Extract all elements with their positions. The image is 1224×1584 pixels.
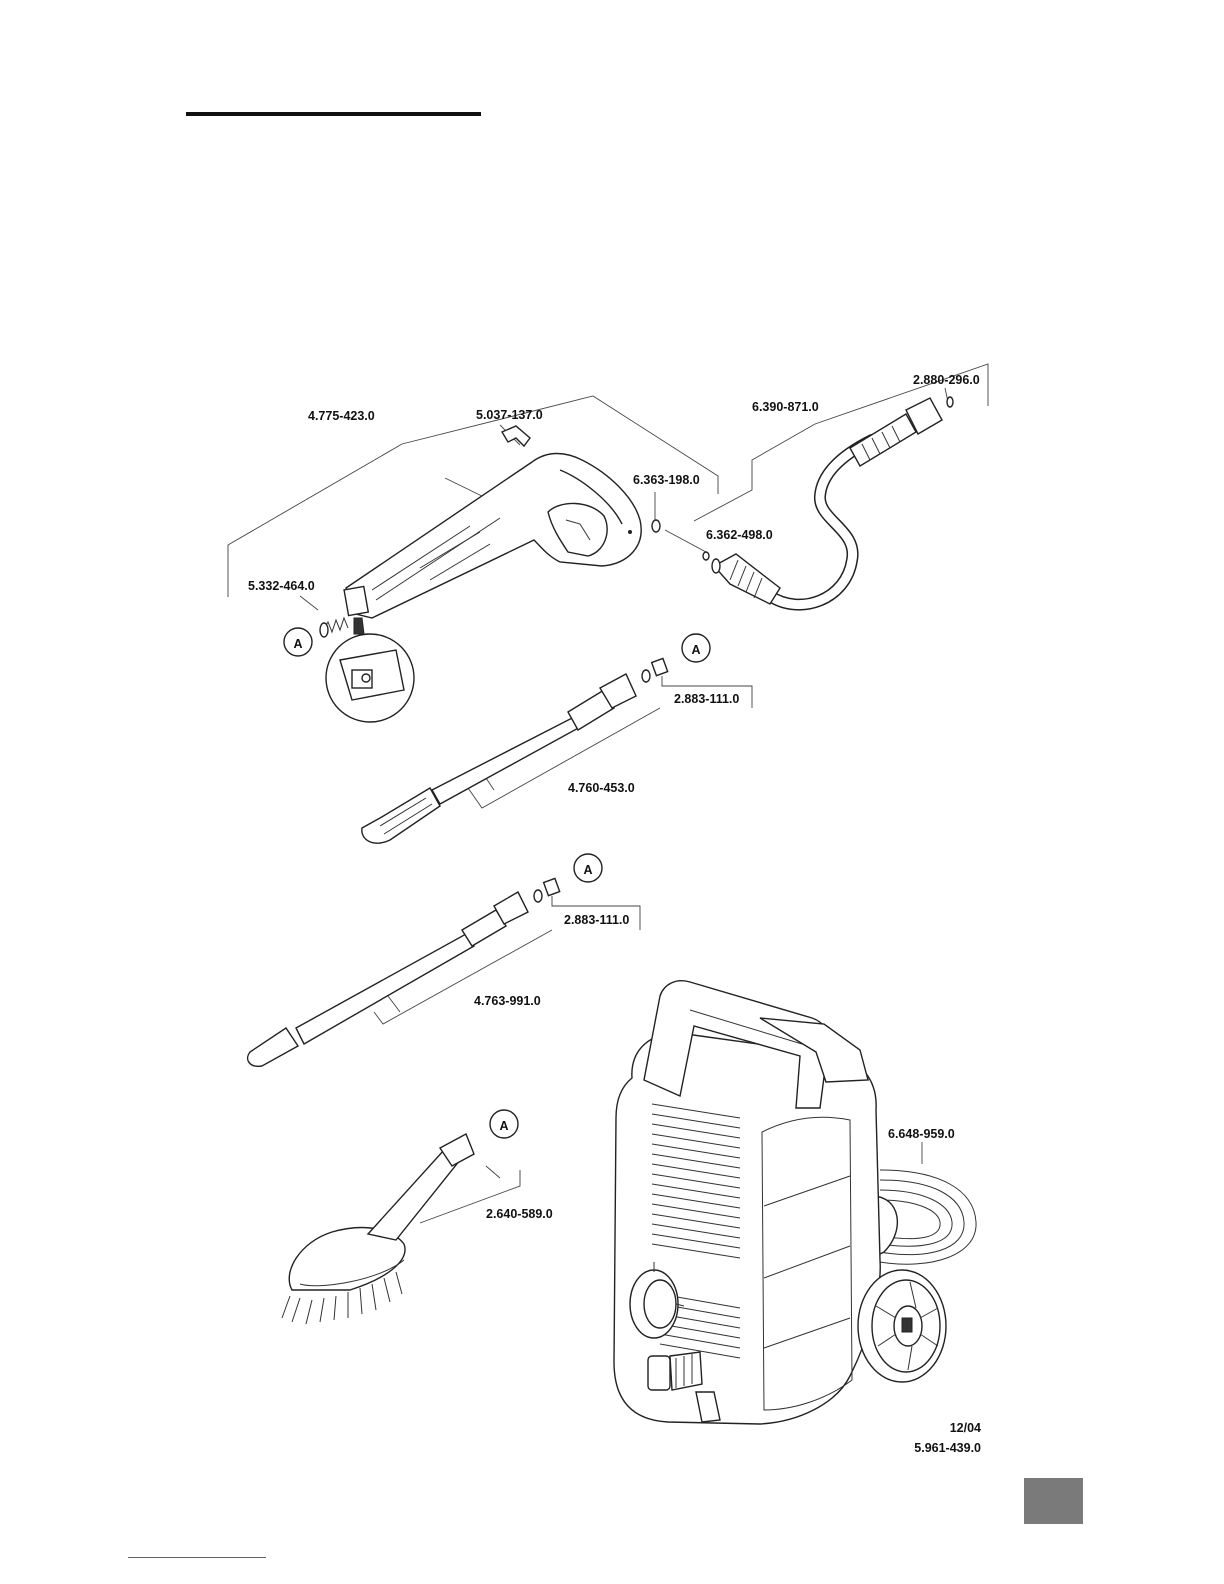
water-inlet-connector [648,1352,702,1390]
pressure-washer-unit [614,981,976,1424]
trigger-gun [344,454,641,619]
svg-text:A: A [499,1119,508,1133]
wheel [858,1270,946,1382]
svg-text:A: A [293,637,302,651]
label-rotor-lance: 4.763-991.0 [474,994,541,1008]
high-pressure-hose [712,397,953,605]
label-spray-lance: 4.760-453.0 [568,781,635,795]
svg-text:A: A [583,863,592,877]
spring-part [320,618,348,637]
label-hose-coupling: 2.880-296.0 [913,373,980,387]
label-hose: 6.390-871.0 [752,400,819,414]
clip-part [502,426,530,446]
footer-doc-number: 5.961-439.0 [914,1441,981,1455]
page-tab-marker [1024,1478,1083,1524]
rotor-lance-2 [248,878,560,1066]
marker-a-4: A [490,1110,518,1138]
marker-a-3: A [574,854,602,882]
label-gun: 4.775-423.0 [308,409,375,423]
label-nozzle-kit-1: 2.883-111.0 [674,692,739,706]
label-nozzle-kit-2: 2.883-111.0 [564,913,629,927]
marker-a-1: A [284,628,312,656]
label-suction-hose: 6.648-959.0 [888,1127,955,1141]
gun-o-rings [652,520,709,560]
bottom-link-rule[interactable] [128,1557,266,1558]
detail-magnifier [326,618,414,722]
label-oring-gun: 6.363-198.0 [633,473,700,487]
label-oring-hose: 6.362-498.0 [706,528,773,542]
marker-a-2: A [682,634,710,662]
footer-date: 12/04 [950,1421,981,1435]
label-clip: 5.037-137.0 [476,408,543,422]
wash-brush [282,1134,474,1324]
label-spring: 5.332-464.0 [248,579,315,593]
label-brush: 2.640-589.0 [486,1207,553,1221]
svg-text:A: A [691,643,700,657]
